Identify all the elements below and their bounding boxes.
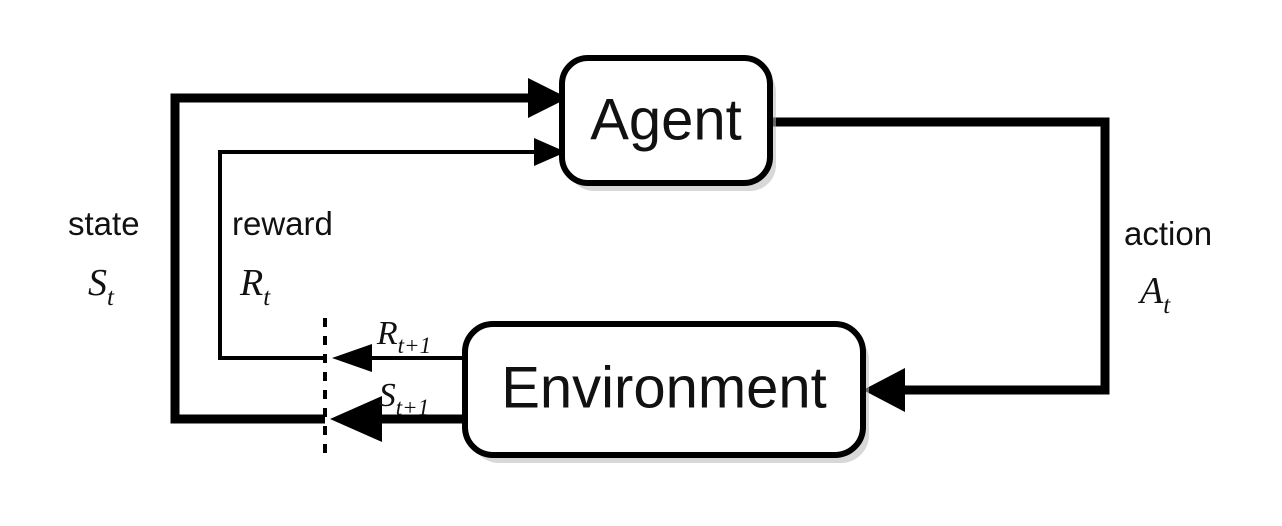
state-symbol-subscript: t bbox=[107, 284, 115, 311]
reward-next-arrowhead-icon bbox=[332, 344, 372, 372]
reward-next-subscript: t+1 bbox=[398, 333, 431, 358]
node-environment[interactable]: Environment bbox=[462, 321, 869, 463]
reward-symbol-subscript: t bbox=[263, 284, 271, 311]
state-next-label: St+1 bbox=[379, 377, 429, 420]
action-symbol-base: A bbox=[1137, 270, 1164, 312]
state-symbol-label: St bbox=[88, 262, 115, 311]
state-path-line bbox=[170, 93, 528, 424]
reward-symbol-label: Rt bbox=[239, 262, 271, 311]
action-symbol-label: At bbox=[1137, 270, 1171, 319]
edge-state-to-agent bbox=[170, 78, 568, 424]
state-arrowhead-icon bbox=[528, 78, 568, 118]
reward-path-line bbox=[218, 150, 534, 360]
agent-label: Agent bbox=[590, 87, 742, 152]
state-next-base: S bbox=[379, 377, 396, 414]
edge-reward-to-agent bbox=[218, 138, 566, 360]
environment-label: Environment bbox=[501, 355, 827, 420]
edge-state-next bbox=[330, 396, 465, 442]
edge-action-to-environment bbox=[770, 117, 1110, 412]
action-arrowhead-icon bbox=[863, 368, 905, 412]
state-symbol-base: S bbox=[88, 262, 107, 304]
action-path-line bbox=[770, 117, 1110, 395]
action-word-label: action bbox=[1124, 215, 1212, 252]
reward-next-label: Rt+1 bbox=[376, 315, 431, 358]
environment-box bbox=[462, 321, 866, 458]
reward-word-label: reward bbox=[232, 205, 333, 242]
reward-arrowhead-icon bbox=[534, 138, 566, 166]
reward-symbol-base: R bbox=[239, 262, 263, 304]
agent-box bbox=[559, 55, 773, 186]
node-agent[interactable]: Agent bbox=[559, 55, 776, 191]
reward-next-base: R bbox=[376, 315, 398, 352]
action-symbol-subscript: t bbox=[1163, 292, 1171, 319]
state-word-label: state bbox=[68, 205, 140, 242]
state-next-arrowhead-icon bbox=[330, 396, 382, 442]
edge-reward-next bbox=[332, 344, 465, 372]
state-next-subscript: t+1 bbox=[396, 395, 429, 420]
